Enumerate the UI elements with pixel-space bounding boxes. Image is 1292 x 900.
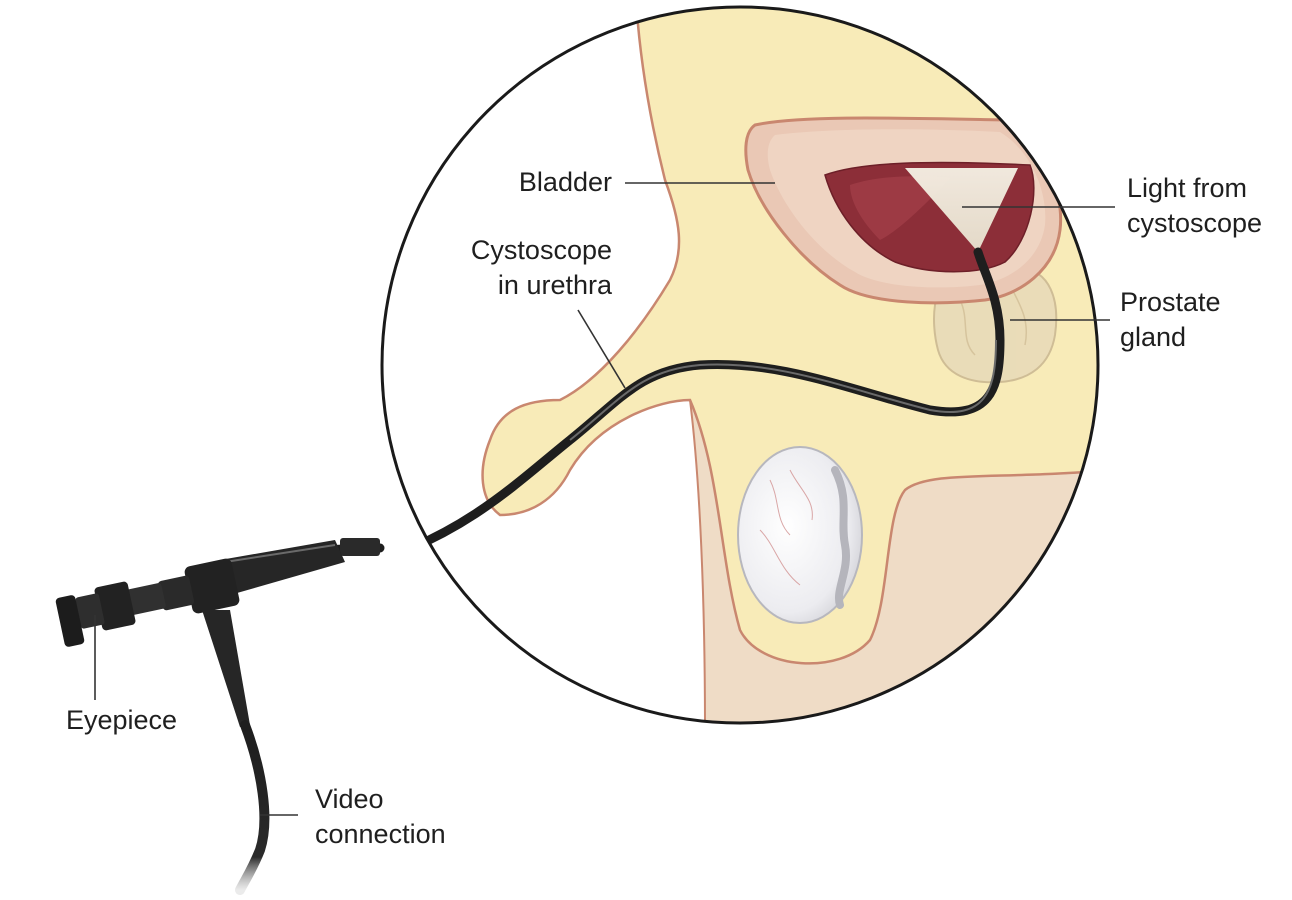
label-light-line-2: cystoscope: [1127, 208, 1263, 238]
cystoscope-instrument: [55, 538, 385, 727]
label-eyepiece: Eyepiece: [66, 703, 177, 738]
label-prostate-line-2: gland: [1120, 322, 1187, 352]
label-cystoscope-line-1: Cystoscope: [470, 235, 612, 265]
testis: [737, 446, 863, 624]
label-video-line-2: connection: [315, 819, 446, 849]
label-video-connection: Video connection: [315, 782, 446, 852]
label-video-line-1: Video: [315, 784, 384, 814]
label-eyepiece-text: Eyepiece: [66, 705, 178, 735]
label-light-from-cystoscope: Light from cystoscope: [1127, 171, 1262, 241]
bladder: [744, 116, 1063, 305]
label-prostate-gland: Prostate gland: [1120, 285, 1221, 355]
label-light-line-1: Light from: [1127, 173, 1248, 203]
magnification-circle: [380, 5, 1100, 725]
label-cystoscope-line-2: in urethra: [497, 270, 612, 300]
label-bladder: Bladder: [470, 165, 612, 200]
label-cystoscope-in-urethra: Cystoscope in urethra: [400, 233, 612, 303]
leader-lines: [94, 182, 1115, 816]
label-prostate-line-1: Prostate: [1120, 287, 1221, 317]
leader-cystoscope: [577, 309, 626, 389]
light-beam: [905, 168, 1018, 252]
label-bladder-text: Bladder: [518, 167, 612, 197]
magnified-view: [382, 7, 1098, 723]
video-cable: [235, 720, 270, 895]
